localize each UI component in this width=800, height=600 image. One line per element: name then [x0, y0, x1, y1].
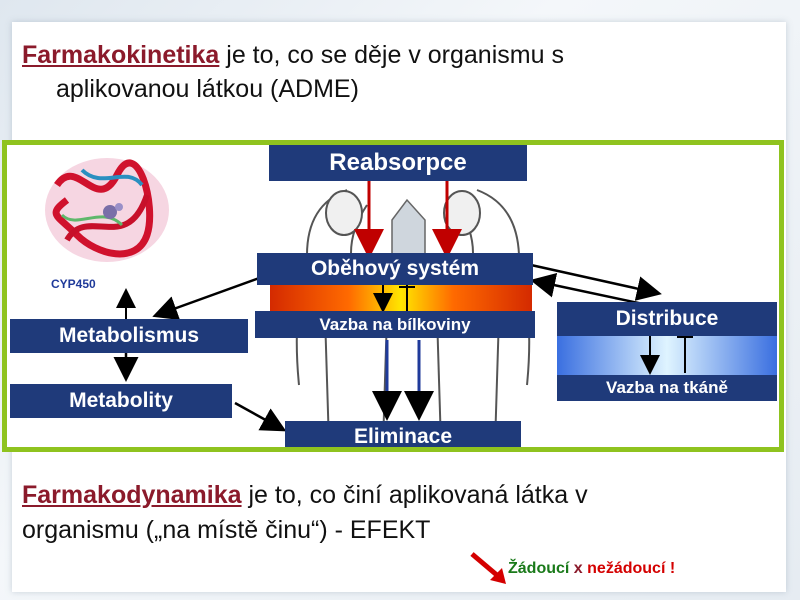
pharmacokinetics-definition: Farmakokinetika je to, co se děje v orga… [22, 38, 762, 106]
circulation-heat-band [270, 285, 532, 313]
metabolism-box: Metabolismus [10, 319, 248, 353]
metabolism-arrow [152, 275, 263, 320]
adme-diagram: CYP450 Reabsorpce Oběhový systém Vazba n… [2, 140, 784, 452]
circulatory-system-box: Oběhový systém [257, 253, 533, 285]
pharmacodynamics-text: je to, co činí aplikovaná látka v [241, 481, 588, 509]
protein-binding-box: Vazba na bílkoviny [255, 311, 535, 338]
pharmacokinetics-term: Farmakokinetika [22, 41, 220, 69]
distribution-arrow [530, 263, 662, 301]
pharmacodynamics-text-line2: organismu („na místě činu“) - EFEKT [22, 516, 431, 544]
tissue-band [557, 335, 777, 377]
reabsorption-box: Reabsorpce [269, 145, 527, 181]
heart-icon [391, 198, 426, 256]
versus-separator: x [573, 560, 583, 577]
pharmacokinetics-text: je to, co se děje v organismu s [219, 41, 564, 69]
cyp450-protein-icon [45, 158, 169, 262]
elimination-box: Eliminace [285, 421, 521, 447]
tissue-binding-box: Vazba na tkáně [557, 375, 777, 401]
pharmacodynamics-definition: Farmakodynamika je to, co činí aplikovan… [22, 478, 762, 548]
pharmacokinetics-text-line2: aplikovanou látkou (ADME) [56, 75, 359, 103]
effect-arrow-icon [470, 552, 506, 584]
distribution-box: Distribuce [557, 302, 777, 336]
undesired-effect-label: nežádoucí ! [587, 560, 676, 577]
metabolites-elimination-arrow [234, 401, 287, 432]
metabolites-box: Metabolity [10, 384, 232, 418]
cyp450-label: CYP450 [51, 277, 96, 291]
pharmacodynamics-term: Farmakodynamika [22, 481, 242, 509]
desired-effect-label: Žádoucí [508, 560, 570, 577]
lungs-icon [325, 190, 481, 236]
effects-line: Žádoucí x nežádoucí ! [508, 560, 675, 578]
